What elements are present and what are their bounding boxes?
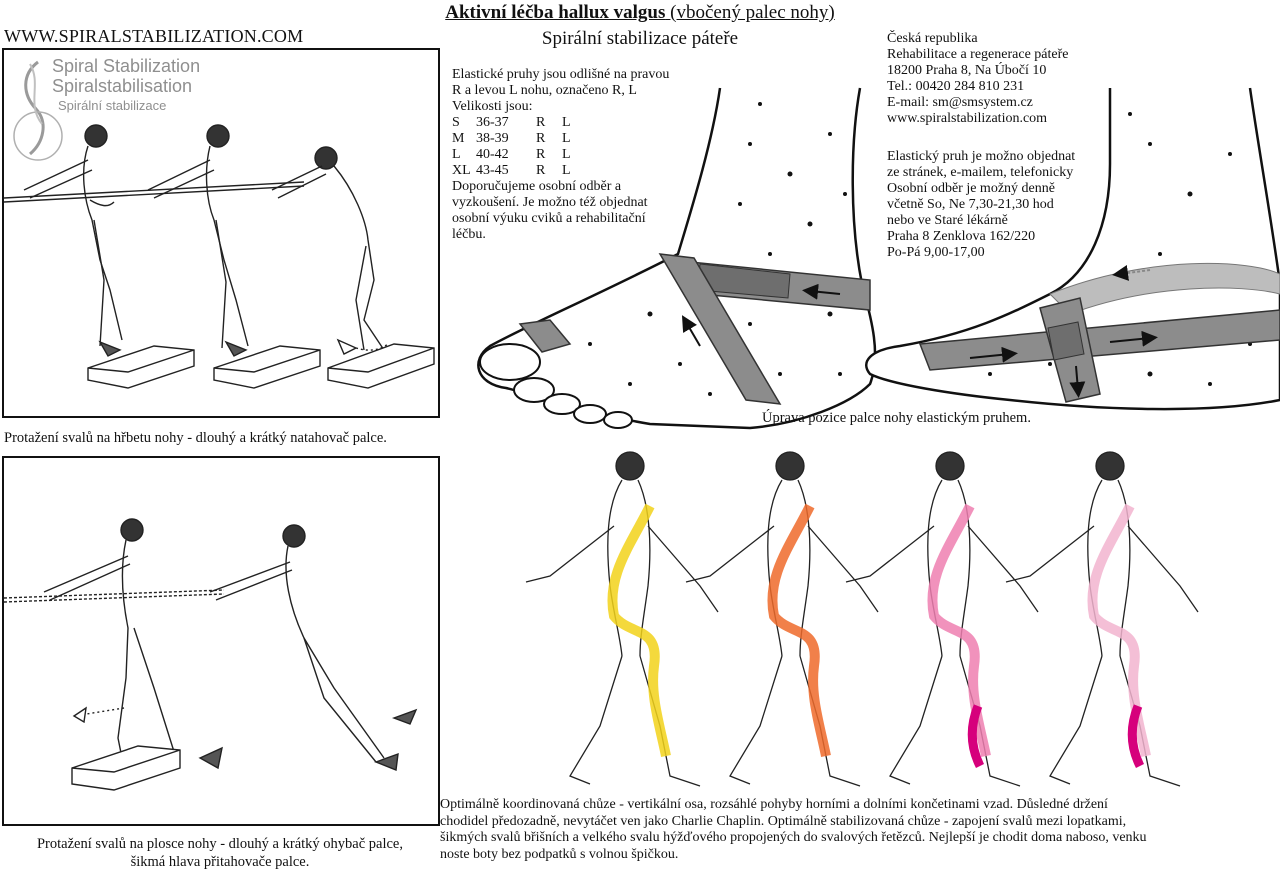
band-intro-line1: Elastické pruhy jsou odlišné na pravou: [452, 67, 670, 82]
contact-line: E-mail: sm@smsystem.cz: [887, 95, 1033, 110]
order-line: včetně So, Ne 7,30-21,30 hod: [887, 197, 1054, 212]
size-cell-right: R: [536, 163, 546, 178]
advice-line: Doporučujeme osobní odběr a: [452, 179, 622, 194]
size-cell-left: L: [562, 115, 571, 130]
walking-text-line: šikmých svalů břišních a velkého svalu h…: [440, 830, 1147, 845]
feet-band-illustration: [477, 87, 1280, 430]
title-main: Aktivní léčba hallux valgus: [445, 2, 666, 23]
order-line: Elastický pruh je možno objednat: [887, 149, 1076, 164]
contact-line: Česká republika: [887, 31, 978, 46]
size-cell-right: R: [536, 115, 546, 130]
advice-line: osobní výuku cviků a rehabilitační: [452, 211, 646, 226]
advice-line: vyzkoušení. Je možno též objednat: [452, 195, 648, 210]
size-row: S 36-37 R L: [452, 115, 722, 131]
size-cell-range: 40-42: [476, 147, 509, 162]
spiral-logo: Spiral Stabilization Spiralstabilisation…: [8, 54, 248, 164]
order-line: Praha 8 Zenklova 162/220: [887, 229, 1036, 244]
walking-figure: [1005, 451, 1199, 787]
walking-figure: [525, 451, 719, 787]
muscle-chain: [767, 503, 831, 757]
page-title: Aktivní léčba hallux valgus (vbočený pal…: [0, 2, 1280, 24]
page-subtitle: Spirální stabilizace páteře: [541, 28, 739, 49]
size-cell-size: L: [452, 147, 461, 162]
bottom-caption-line1: Protažení svalů na plosce nohy - dlouhý …: [36, 836, 403, 852]
size-row: M 38-39 R L: [452, 131, 722, 147]
bottom-caption-line2: šikmá hlava přitahovače palce.: [130, 854, 310, 870]
bottom-panel-caption: Protažení svalů na plosce nohy - dlouhý …: [2, 835, 438, 871]
walking-text-line: Optimálně koordinovaná chůze - vertikáln…: [440, 797, 1108, 812]
order-line: Po-Pá 9,00-17,00: [887, 245, 985, 260]
website-url[interactable]: WWW.SPIRALSTABILIZATION.COM: [4, 26, 304, 46]
walking-description: Optimálně koordinovaná chůze - vertikáln…: [440, 797, 1270, 863]
size-cell-range: 38-39: [476, 131, 509, 146]
calf-muscle: [1127, 704, 1145, 769]
contact-line: 18200 Praha 8, Na Úbočí 10: [887, 63, 1047, 78]
size-cell-range: 36-37: [476, 115, 509, 130]
size-cell-left: L: [562, 131, 571, 146]
walking-text-line: noste boty bez podpatků s volnou špičkou…: [440, 846, 679, 862]
contact-line: Rehabilitace a regenerace páteře: [887, 47, 1069, 62]
size-cell-size: XL: [452, 163, 471, 178]
standing-stretch-illustration: [4, 124, 435, 389]
size-cell-size: M: [452, 131, 465, 146]
exercise-panel-top: Spiral Stabilization Spiralstabilisation…: [2, 48, 440, 418]
sizes-heading: Velikosti jsou:: [452, 99, 533, 114]
size-cell-right: R: [536, 131, 546, 146]
size-cell-right: R: [536, 147, 546, 162]
logo-line-cz: Spirální stabilizace: [58, 98, 167, 113]
size-cell-range: 43-45: [476, 163, 509, 178]
size-row: L 40-42 R L: [452, 147, 722, 163]
feet-caption: Úprava pozice palce nohy elastickým pruh…: [762, 410, 1031, 426]
contact-line: www.spiralstabilization.com: [887, 111, 1048, 126]
forward-lean-stretch-illustration: [4, 518, 418, 791]
band-info: Elastické pruhy jsou odlišné na pravou R…: [452, 67, 722, 243]
order-line: Osobní odběr je možný denně: [887, 181, 1055, 196]
exercise-panel-bottom: [2, 456, 440, 826]
walking-figure: [845, 451, 1039, 787]
calf-muscle: [967, 704, 985, 769]
band-intro-line2: R a levou L nohu, označeno R, L: [452, 83, 637, 98]
order-line: nebo ve Staré lékárně: [887, 213, 1008, 228]
title-parenthetical: (vbočený palec nohy): [665, 2, 835, 23]
logo-emblem-icon: [13, 60, 63, 161]
muscle-chain: [607, 503, 671, 757]
size-cell-size: S: [452, 115, 460, 130]
walking-figures-illustration: [525, 451, 1199, 787]
contact-line: Tel.: 00420 284 810 231: [887, 79, 1025, 94]
advice-line: léčbu.: [452, 227, 486, 242]
size-cell-left: L: [562, 147, 571, 162]
walking-figure: [685, 451, 879, 787]
size-row: XL 43-45 R L: [452, 163, 722, 179]
top-panel-caption: Protažení svalů na hřbetu nohy - dlouhý …: [4, 430, 387, 446]
logo-line-de: Spiralstabilisation: [52, 76, 193, 96]
size-cell-left: L: [562, 163, 571, 178]
order-line: ze stránek, e-mailem, telefonicky: [887, 165, 1074, 180]
logo-line-en: Spiral Stabilization: [52, 56, 201, 76]
walking-text-line: chodidel předozadně, nevytáčet ven jako …: [440, 813, 1127, 829]
